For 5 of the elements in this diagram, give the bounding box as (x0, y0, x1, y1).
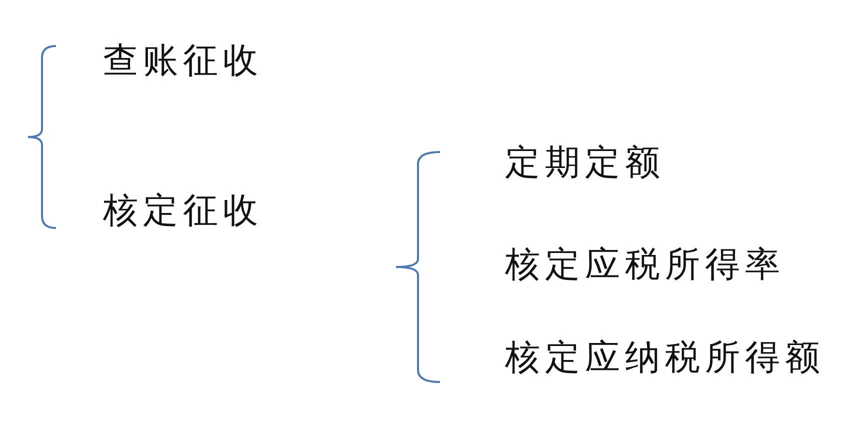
category-label: 核定应税所得率 (505, 244, 785, 286)
category-label: 查账征收 (103, 40, 263, 82)
category-label: 核定征收 (103, 190, 263, 232)
category-label: 核定应纳税所得额 (505, 337, 825, 379)
category-label: 定期定额 (505, 142, 665, 184)
